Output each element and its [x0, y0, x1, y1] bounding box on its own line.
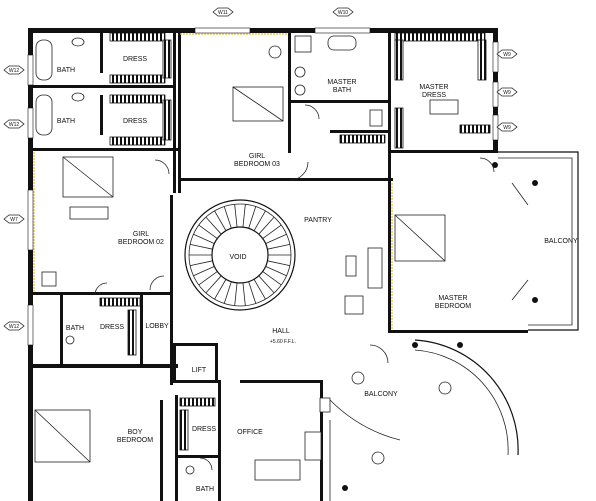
balconies: [329, 151, 579, 501]
stair-tread: [223, 206, 232, 229]
window-tag: W9: [496, 87, 518, 97]
room-label-void: VOID: [229, 254, 246, 261]
stair-tread: [193, 233, 215, 244]
stair-tread: [267, 244, 290, 250]
level-marker: +5.60 F.F.L.: [270, 339, 296, 345]
stair-tread: [190, 260, 213, 266]
room-label-bath-4: BATH: [196, 486, 214, 493]
window-tag: W12: [3, 119, 25, 129]
stair-tread: [258, 275, 275, 294]
window-tag: W12: [3, 65, 25, 75]
interior-walls: [33, 33, 528, 501]
svg-text:W12: W12: [9, 122, 20, 128]
room-label-office: OFFICE: [237, 429, 263, 436]
stair-tread: [214, 279, 227, 300]
stair-tread: [214, 210, 227, 231]
window-tag: W7: [3, 214, 25, 224]
stair-tread: [262, 224, 282, 239]
window-tag: W9: [496, 122, 518, 132]
stair-tread: [205, 275, 222, 294]
stair-tread: [253, 279, 266, 300]
stair-tread: [242, 204, 246, 228]
outer-walls: [27, 27, 499, 501]
window-tags: W11 W10 W9 W9 W9 W12 W12 W7 W12: [3, 7, 518, 331]
room-label-lift: LIFT: [192, 367, 207, 374]
stair-tread: [265, 233, 287, 244]
room-label-hall: HALL: [272, 328, 290, 335]
svg-text:W12: W12: [9, 324, 20, 330]
stair-tread: [248, 206, 257, 229]
svg-text:W9: W9: [503, 52, 511, 58]
stair-tread: [258, 216, 275, 235]
stair-tread: [198, 271, 218, 286]
room-label-bath-1: BATH: [57, 67, 75, 74]
stair-tread: [193, 266, 215, 277]
window-tag: W11: [212, 7, 234, 17]
svg-text:W9: W9: [503, 125, 511, 131]
room-label-pantry: PANTRY: [304, 217, 332, 224]
svg-text:W12: W12: [9, 68, 20, 74]
furniture: [34, 35, 538, 491]
room-label-dress-3: DRESS: [100, 324, 124, 331]
wardrobes: [99, 32, 491, 451]
doors: [94, 104, 495, 471]
room-label-balcony-right: BALCONY: [544, 238, 578, 245]
stair-tread: [242, 282, 246, 306]
window-tag: W10: [332, 7, 354, 17]
room-label-lobby: LOBBY: [145, 323, 169, 330]
stair-tread: [234, 282, 238, 306]
svg-text:W11: W11: [218, 10, 228, 16]
stair-tread: [253, 210, 266, 231]
stair-tread: [262, 271, 282, 286]
stair-tread: [265, 266, 287, 277]
svg-text:W9: W9: [503, 90, 511, 96]
room-label-dress-4: DRESS: [192, 426, 216, 433]
stair-tread: [205, 216, 222, 235]
room-label-dress-2: DRESS: [123, 118, 147, 125]
stair-tread: [223, 281, 232, 304]
room-label-balcony-bottom: BALCONY: [364, 391, 398, 398]
stair-tread: [248, 281, 257, 304]
stair-tread: [190, 244, 213, 250]
window-tag: W12: [3, 321, 25, 331]
room-label-bath-2: BATH: [57, 118, 75, 125]
svg-text:W10: W10: [338, 10, 349, 16]
stair-ring: [184, 199, 296, 311]
svg-text:W7: W7: [10, 217, 18, 223]
room-label-dress-1: DRESS: [123, 56, 147, 63]
spiral-staircase: [184, 199, 296, 311]
stair-tread: [267, 260, 290, 266]
window-tag: W9: [496, 49, 518, 59]
stair-tread: [198, 224, 218, 239]
room-label-bath-3: BATH: [66, 325, 84, 332]
stair-tread: [234, 204, 238, 228]
glazing-lines: [33, 33, 393, 330]
